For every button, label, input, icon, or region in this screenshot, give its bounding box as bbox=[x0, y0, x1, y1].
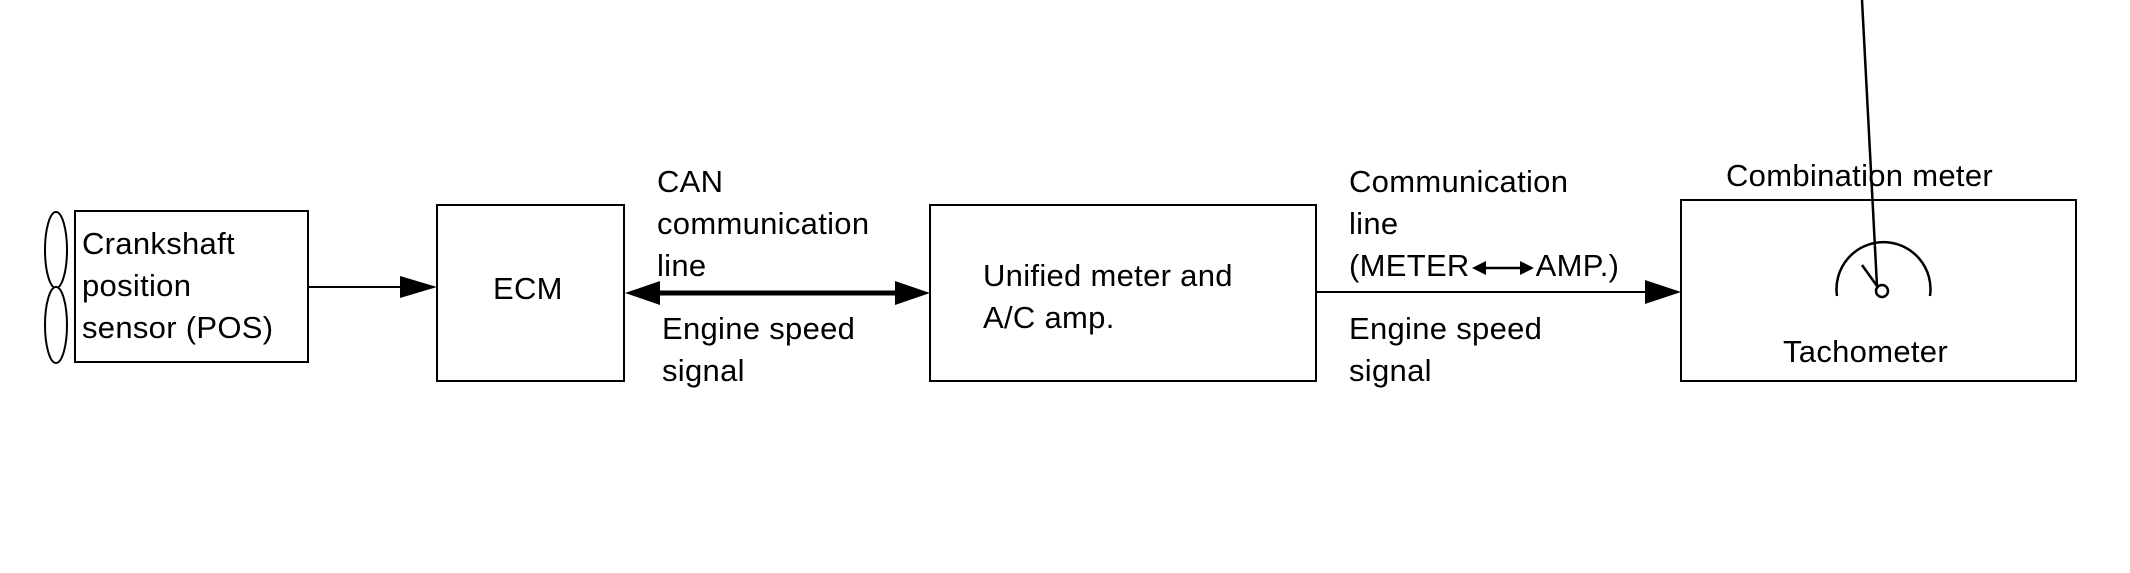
ecm-box bbox=[436, 204, 625, 382]
unified-meter-line1: Unified meter and bbox=[983, 258, 1233, 293]
meter-signal-line2: signal bbox=[1349, 353, 1432, 388]
can-line-line3: line bbox=[657, 248, 707, 283]
ecm-label: ECM bbox=[493, 271, 563, 306]
comm-line-line3: (METER AMP.) bbox=[1349, 245, 1619, 287]
meter-signal-label: Engine speed signal bbox=[1349, 308, 1542, 392]
can-line-label: CAN communication line bbox=[657, 161, 869, 287]
comm-line-line1: Communication bbox=[1349, 164, 1569, 199]
ecm-signal-line1: Engine speed bbox=[662, 311, 856, 346]
unified-meter-line2: A/C amp. bbox=[983, 300, 1115, 335]
sensor-to-ecm-arrow bbox=[308, 276, 437, 298]
combination-meter-box bbox=[1680, 199, 2077, 382]
ecm-signal-line2: signal bbox=[662, 353, 745, 388]
crankshaft-sensor-label: Crankshaft position sensor (POS) bbox=[82, 223, 273, 349]
tachometer-gauge-icon bbox=[1835, 0, 1932, 299]
ecm-signal-label: Engine speed signal bbox=[662, 308, 855, 392]
tachometer-label: Tachometer bbox=[1783, 334, 1948, 369]
meter-communication-arrow bbox=[1316, 280, 1681, 304]
double-arrow-icon bbox=[1471, 260, 1534, 275]
sensor-pickup-icon bbox=[44, 211, 68, 364]
can-line-line2: communication bbox=[657, 206, 870, 241]
crankshaft-sensor-line3: sensor (POS) bbox=[82, 310, 274, 345]
can-communication-arrow bbox=[625, 281, 930, 305]
comm-line-line2: line bbox=[1349, 206, 1399, 241]
unified-meter-label: Unified meter and A/C amp. bbox=[983, 255, 1233, 339]
combination-meter-title: Combination meter bbox=[1726, 158, 1993, 193]
can-line-line1: CAN bbox=[657, 164, 724, 199]
meter-signal-line1: Engine speed bbox=[1349, 311, 1543, 346]
comm-line-meter: (METER bbox=[1349, 248, 1470, 283]
comm-line-label: Communication line (METER AMP.) bbox=[1349, 161, 1619, 287]
crankshaft-sensor-line1: Crankshaft bbox=[82, 226, 235, 261]
crankshaft-sensor-line2: position bbox=[82, 268, 192, 303]
comm-line-amp: AMP.) bbox=[1535, 248, 1620, 283]
